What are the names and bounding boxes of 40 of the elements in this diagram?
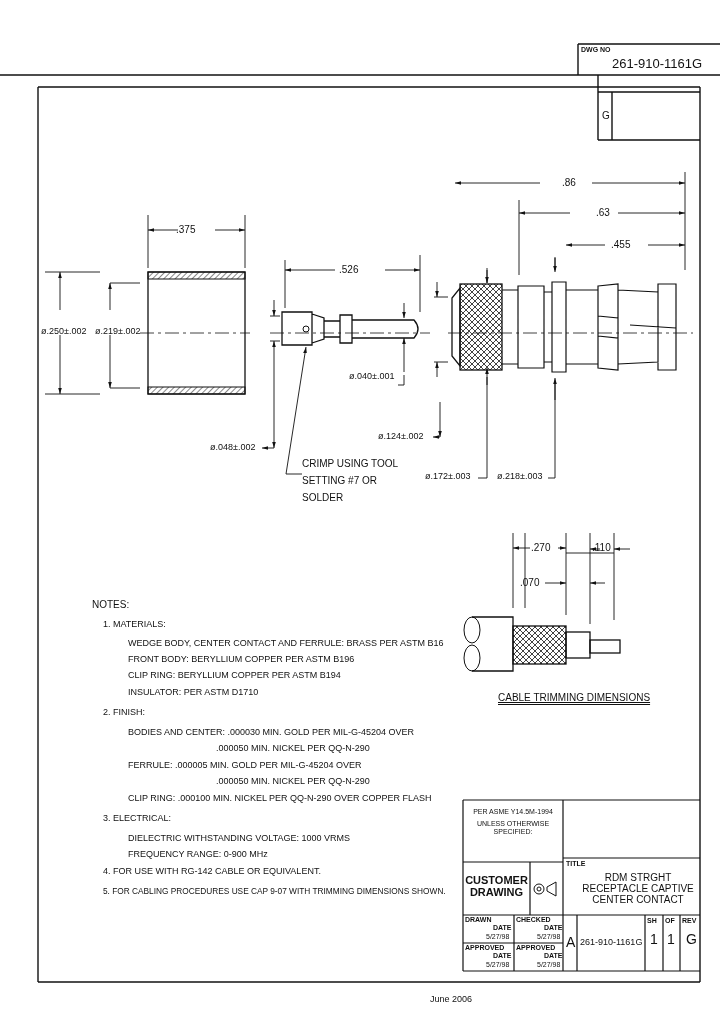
notes-heading: NOTES: [92,599,130,610]
title-block-text: 261-910-1161G [580,938,643,948]
title-block-text: CUSTOMER DRAWING [465,874,528,899]
note-text: FERRULE: .000005 MIN. GOLD PER MIL-G-45204 OVER [128,761,362,771]
dimension-text: .86 [562,177,576,188]
dimension-text: ø.172±.003 [425,472,471,482]
note-text: 3. ELECTRICAL: [103,814,172,824]
dimension-text: .270 [531,542,551,553]
note-text: BODIES AND CENTER: .000030 MIN. GOLD PER MIL-G-45204 OVER [128,728,415,738]
view-caption: CABLE TRIMMING DIMENSIONS [498,692,651,703]
note-text: INSULATOR: PER ASTM D1710 [128,688,259,698]
dimension-text: ø.219±.002 [95,327,141,337]
dimension-text: ø.218±.003 [497,472,543,482]
drawing-title: RDM STRGHT RECEPTACLE CAPTIVE CENTER CONTACT [582,872,694,905]
note-text: FRONT BODY: BERYLLIUM COPPER PER ASTM B196 [128,655,355,665]
note-text: 5. FOR CABLING PROCEDURES USE CAP 9-07 WITH TRIMMING DIMENSIONS SHOWN. [103,887,446,897]
title-block-text: G [686,932,697,948]
dimension-text: ø.250±.002 [41,327,87,337]
title-block-text: 1 [650,932,658,948]
note-text: CLIP RING: BERYLLIUM COPPER PER ASTM B194 [128,671,341,681]
note-text: 1. MATERIALS: [103,620,166,630]
revision-letter: G [602,110,610,121]
note-text: .000050 MIN. NICKEL PER QQ-N-290 [216,777,370,787]
note-text: 4. FOR USE WITH RG-142 CABLE OR EQUIVALENT. [103,867,321,877]
dimension-text: ø.048±.002 [210,443,256,453]
dimension-text: .110 [592,542,611,553]
title-block-text: A [566,935,576,951]
note-text: WEDGE BODY, CENTER CONTACT AND FERRULE: BRASS PER ASTM B16 [128,639,444,649]
note-text: .000050 MIN. NICKEL PER QQ-N-290 [216,744,370,754]
note-text: FREQUENCY RANGE: 0-900 MHz [128,850,268,860]
note-text: 2. FINISH: [103,708,145,718]
drawing-number: 261-910-1161G [612,57,703,72]
note-text: DIELECTRIC WITHSTANDING VOLTAGE: 1000 VRMS [128,834,351,844]
dimension-text: ø.040±.001 [349,372,395,382]
dimension-text: ø.124±.002 [378,432,424,442]
footer-note: June 2006 [430,995,473,1005]
note-text: CLIP RING: .000100 MIN. NICKEL PER QQ-N-290 OVER COPPER FLASH [128,794,432,804]
title-block-text: 1 [667,932,675,948]
note-text: CRIMP USING TOOL SETTING #7 OR SOLDER [302,457,399,505]
dimension-text: .63 [596,207,610,218]
